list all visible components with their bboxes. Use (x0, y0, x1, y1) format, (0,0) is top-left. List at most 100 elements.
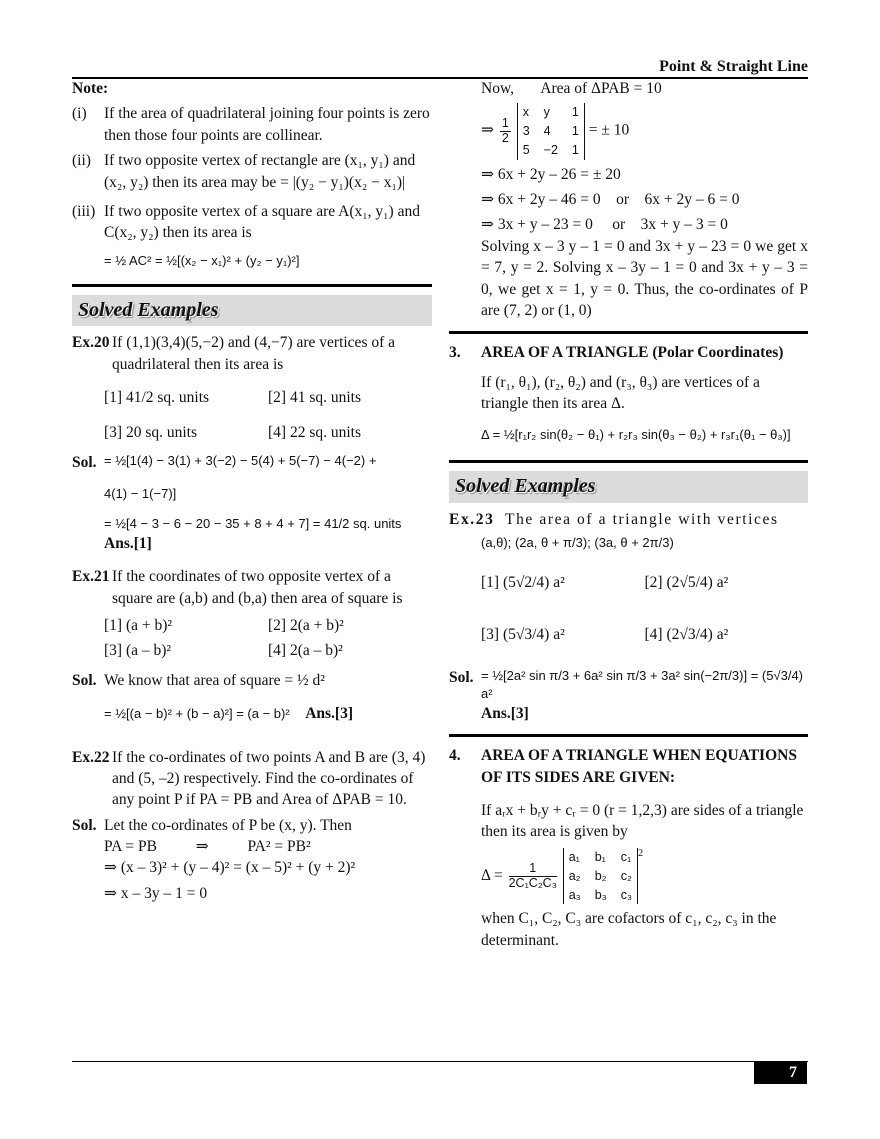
sol-line: = ½[(a − b)² + (b − a)²] = (a − b)² (104, 706, 290, 722)
option: [3] 20 sq. units (104, 424, 197, 442)
numerator: 1 (508, 861, 557, 877)
det-cell: x (522, 105, 529, 120)
ex22-question: Ex.22 If the co-ordinates of two points … (72, 747, 432, 811)
det-cell: 3 (522, 124, 530, 139)
ex21-text: If the coordinates of two opposite verte… (112, 568, 403, 607)
det-cell: 5 (522, 142, 530, 157)
option: [4] 22 sq. units (268, 424, 361, 442)
sol-line: Let the co-ordinates of P be (x, y). The… (104, 816, 352, 834)
option: [3] (a – b)² (104, 642, 172, 660)
det-cell: −2 (543, 142, 558, 157)
option: [1] 41/2 sq. units (104, 388, 210, 406)
section-number: 4. (449, 747, 461, 765)
ex21-answer: Ans.[3] (305, 705, 353, 723)
sol-label: Sol. (72, 816, 97, 834)
det-cell: a₃ (568, 887, 581, 902)
ex23-options: [1] (5√2/4) a² [2] (2√5/4) a² [3] (5√3/4… (449, 572, 808, 645)
det-cell: 1 (571, 142, 579, 157)
sol-line: = ½[4 − 3 − 6 − 20 − 35 + 8 + 4 + 7] = 4… (104, 515, 402, 531)
header-rule (72, 77, 808, 79)
ex20-solution: Sol. = ½[1(4) − 3(1) + 3(−2) − 5(4) + 5(… (72, 452, 432, 473)
sol-label: Sol. (449, 668, 474, 686)
ex22-now-line: Now, Area of ΔPAB = 10 (481, 80, 662, 97)
section4-heading: 4. AREA OF A TRIANGLE WHEN EQUATIONS OF … (449, 745, 808, 788)
det-result: = ± 10 (588, 122, 630, 140)
note-item-text: If the area of quadrilateral joining fou… (104, 105, 430, 144)
ex20-options: [1] 41/2 sq. units [2] 41 sq. units [3] … (72, 387, 432, 444)
page-number: 7 (754, 1062, 807, 1084)
option: [2] (2√5/4) a² (644, 574, 729, 592)
note-item: (ii) If two opposite vertex of rectangle… (72, 150, 432, 193)
ex23-text: The area of a triangle with vertices (505, 510, 779, 528)
ex20-text: If (1,1)(3,4)(5,−2) and (4,−7) are verti… (112, 334, 396, 373)
section4-text: If aᵣx + bᵣy + cᵣ = 0 (r = 1,2,3) are si… (481, 801, 804, 841)
ex20-question: Ex.20 If (1,1)(3,4)(5,−2) and (4,−7) are… (72, 332, 432, 375)
left-column: Note: (i) If the area of quadrilateral j… (72, 78, 432, 904)
det-cell: c₃ (620, 887, 633, 902)
section3-heading: 3. AREA OF A TRIANGLE (Polar Coordinates… (449, 342, 808, 363)
note-item-label: (iii) (72, 202, 96, 220)
option: [2] 41 sq. units (268, 388, 361, 406)
det-power: 2 (638, 847, 644, 859)
footer-rule (72, 1061, 808, 1062)
ex22-conclusion: Solving x – 3 y – 1 = 0 and 3x + y – 23 … (481, 237, 808, 319)
option: [1] (5√2/4) a² (481, 574, 565, 592)
solved-examples-banner: Solved Examples (449, 471, 808, 503)
det-cell: c₁ (620, 850, 632, 865)
sol-line: ⇒ 6x + 2y – 26 = ± 20 (481, 165, 621, 183)
option: [4] (2√3/4) a² (644, 625, 729, 643)
sol-line: ⇒ (x – 3)² + (y – 4)² = (x – 5)² + (y + … (104, 859, 356, 877)
det-cell: y (543, 105, 550, 120)
note-item-label: (i) (72, 105, 87, 123)
note-item-label: (ii) (72, 152, 91, 170)
option: [4] 2(a – b)² (268, 642, 343, 660)
section-title: AREA OF A TRIANGLE (Polar Coordinates) (481, 344, 784, 362)
det-cell: a₂ (568, 868, 581, 883)
ex23-solution: Sol. = ½[2a² sin π/3 + 6a² sin π/3 + 3a²… (449, 667, 808, 703)
ex20-label: Ex.20 (72, 334, 110, 352)
det-cell: b₂ (594, 868, 607, 883)
ex23-answer: Ans.[3] (481, 704, 529, 722)
section-number: 3. (449, 344, 461, 362)
page-header-title: Point & Straight Line (659, 58, 808, 75)
ex22-text: If the co-ordinates of two points A and … (112, 748, 426, 809)
det-cell: 1 (571, 105, 579, 120)
sol-line: ⇒ 3x + y – 23 = 0 or 3x + y – 3 = 0 (481, 216, 728, 234)
section-divider (449, 460, 808, 464)
section-title: AREA OF A TRIANGLE WHEN EQUATIONS OF ITS… (481, 747, 797, 786)
ex21-label: Ex.21 (72, 568, 110, 586)
sol-line: PA = PB ⇒ PA² = PB² (104, 838, 311, 856)
note-formula: = ½ AC² = ½[(x₂ − x₁)² + (y₂ − y₁)²] (104, 252, 300, 268)
section-divider (72, 283, 432, 287)
det-cell: a₁ (568, 850, 580, 865)
det-cell: 4 (543, 124, 551, 139)
note-item-text: If two opposite vertex of a square are A… (104, 202, 420, 242)
sol-label: Sol. (72, 453, 97, 471)
note-item: (iii) If two opposite vertex of a square… (72, 201, 432, 244)
det-cell: b₁ (594, 850, 606, 865)
note-heading: Note: (72, 80, 109, 97)
ex21-options: [1] (a + b)² [2] 2(a + b)² [3] (a – b)² … (72, 615, 432, 662)
det-cell: 1 (571, 124, 579, 139)
ex23-vertices: (a,θ); (2a, θ + π/3); (3a, θ + 2π/3) (481, 535, 674, 551)
sol-line: = ½[2a² sin π/3 + 6a² sin π/3 + 3a² sin(… (481, 667, 804, 701)
option: [2] 2(a + b)² (268, 617, 344, 635)
ex22-label: Ex.22 (72, 748, 110, 766)
formula-prefix: Δ = (481, 866, 503, 884)
ex20-answer: Ans.[1] (104, 534, 152, 552)
ex22-solution: Sol. Let the co-ordinates of P be (x, y)… (72, 815, 432, 836)
sol-line: = ½[1(4) − 3(1) + 3(−2) − 5(4) + 5(−7) −… (104, 452, 377, 468)
sol-line: ⇒ 6x + 2y – 46 = 0 or 6x + 2y – 6 = 0 (481, 191, 740, 208)
option: [1] (a + b)² (104, 617, 173, 635)
det-cell: b₃ (594, 887, 607, 902)
section3-text: If (r₁, θ₁), (r₂, θ₂) and (r₃, θ₃) are v… (481, 373, 760, 412)
solved-examples-banner: Solved Examples (72, 294, 432, 327)
ex21-solution: Sol. We know that area of square = ½ d² (72, 670, 432, 691)
ex21-question: Ex.21 If the coordinates of two opposite… (72, 566, 432, 609)
